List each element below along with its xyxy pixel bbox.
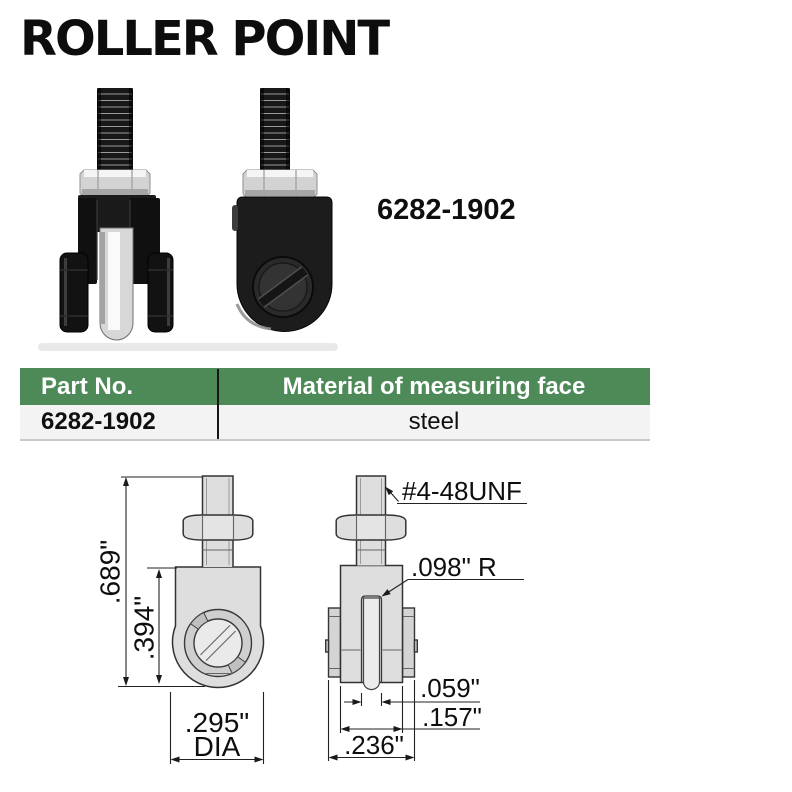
- page-title: ROLLER POINT: [20, 11, 390, 67]
- spec-table: Part No. Material of measuring face 6282…: [20, 368, 650, 441]
- table-column-divider: [217, 369, 219, 439]
- table-cell-material: steel: [408, 408, 460, 435]
- dim-label-overall-width: .236": [344, 730, 404, 760]
- dim-label-overall-height: .689": [95, 540, 126, 604]
- part-number-label: 6282-1902: [377, 194, 516, 226]
- photo-shadow: [38, 343, 338, 351]
- dim-label-inner-width: .157": [422, 702, 482, 732]
- drawing-front-view: .689" .394" .295" DIA: [95, 475, 265, 764]
- dim-label-roller-diameter: .295": [185, 707, 249, 738]
- product-photo-front-view: [232, 88, 333, 332]
- table-header-row: Part No. Material of measuring face: [20, 368, 650, 405]
- table-header-material: Material of measuring face: [282, 372, 586, 400]
- side-rollers: [325, 607, 418, 678]
- hex-nut: [182, 514, 254, 541]
- dim-label-dia: DIA: [194, 731, 241, 762]
- screw-slot: [200, 625, 236, 661]
- fork-slot: [360, 595, 383, 683]
- table-cell-part-no: 6282-1902: [41, 408, 156, 435]
- dim-label-tip-radius: .098" R: [411, 552, 497, 582]
- technical-drawings: .689" .394" .295" DIA: [95, 475, 527, 764]
- table-header-part-no: Part No.: [41, 372, 134, 400]
- dim-label-thread-spec: #4-48UNF: [402, 476, 522, 506]
- roller-fork-photo: [59, 195, 174, 341]
- dim-label-body-height: .394": [129, 596, 160, 660]
- product-photo-side-view: [59, 88, 174, 341]
- dim-label-roller-width: .059": [420, 673, 480, 703]
- hex-nut-photo: [79, 169, 151, 198]
- roller-disc: [362, 597, 381, 691]
- drawing-side-view: #4-48UNF .098" R .059" .157" .236": [325, 475, 527, 761]
- hex-nut: [335, 514, 407, 541]
- roller-body-photo: [232, 196, 333, 332]
- table-data-row: 6282-1902 steel: [20, 405, 650, 439]
- hex-nut-photo: [242, 169, 318, 199]
